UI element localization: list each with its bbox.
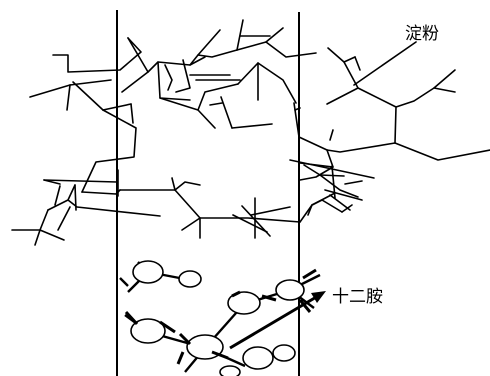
atom	[227, 291, 261, 315]
atom	[178, 270, 202, 288]
starch-label: 淀粉	[405, 24, 439, 44]
atom	[132, 260, 164, 284]
dodecylamine-molecule	[119, 260, 321, 376]
dodecylamine-pointer	[229, 291, 326, 350]
atom	[219, 365, 241, 376]
starch-network	[11, 19, 490, 246]
atom	[275, 279, 305, 301]
atom	[130, 318, 166, 344]
atom	[242, 346, 274, 370]
dodecylamine-label: 十二胺	[332, 287, 383, 307]
hydrogen-stubs	[124, 268, 317, 365]
atom	[272, 344, 296, 362]
